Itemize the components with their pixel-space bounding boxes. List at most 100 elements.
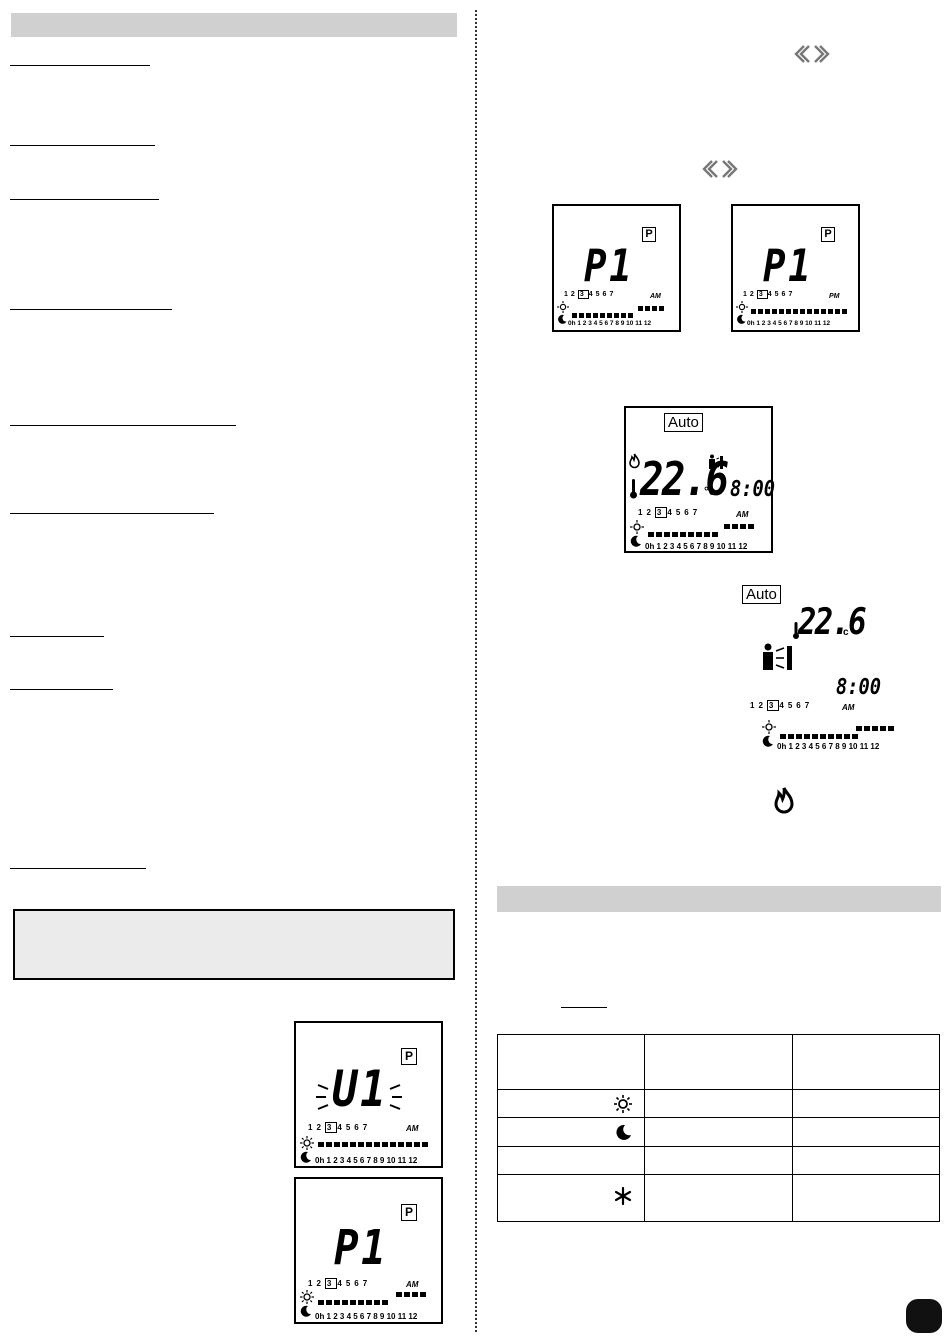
schedule-bars-night: [318, 1300, 398, 1306]
thermometer-icon: [793, 622, 799, 639]
pm-indicator: PM: [829, 293, 840, 300]
table-row: [497, 1089, 940, 1118]
sun-icon: [762, 720, 776, 734]
heading-underline: [10, 636, 104, 637]
table-header-row: [497, 1034, 940, 1090]
moon-icon: [762, 735, 773, 747]
hour-scale: 0h 1 2 3 4 5 6 7 8 9 10 11 12: [777, 742, 880, 751]
moon-icon: [616, 1124, 631, 1140]
schedule-bars-night: [572, 313, 642, 319]
section-header-bar: [11, 13, 457, 37]
program-badge: P: [401, 1204, 417, 1221]
table-cell: [497, 1117, 645, 1147]
temperature-readout: 22.6: [798, 602, 867, 643]
schedule-bars-day: [856, 726, 896, 732]
table-cell: [644, 1146, 793, 1175]
table-row: [497, 1117, 940, 1147]
table-cell: [644, 1089, 793, 1118]
person-heating-icon: [763, 643, 792, 670]
table-cell: [497, 1174, 645, 1222]
moon-icon: [737, 314, 746, 324]
am-indicator: AM: [736, 510, 749, 519]
sun-icon: [630, 520, 644, 534]
schedule-bars-day: [724, 524, 764, 530]
moon-icon: [558, 314, 567, 324]
heading-underline: [10, 425, 236, 426]
program-label: U1: [332, 1060, 389, 1118]
sun-icon: [557, 301, 569, 313]
note-box: [13, 909, 455, 980]
table-cell: [792, 1034, 940, 1090]
hour-scale: 0h 1 2 3 4 5 6 7 8 9 10 11 12: [315, 1312, 418, 1321]
hour-scale: 0h 1 2 3 4 5 6 7 8 9 10 11 12: [315, 1156, 418, 1165]
hour-scale: 0h 1 2 3 4 5 6 7 8 9 10 11 12: [645, 542, 748, 551]
auto-mode-badge: Auto: [742, 585, 781, 604]
temperature-unit: °c: [839, 627, 849, 638]
clock-readout: 8:00: [836, 675, 882, 700]
page-number-badge: [906, 1299, 942, 1333]
am-indicator: AM: [842, 703, 855, 712]
table-cell: [644, 1174, 793, 1222]
table-cell: [792, 1089, 940, 1118]
table-cell: [497, 1034, 645, 1090]
table-cell: [792, 1146, 940, 1175]
heading-underline: [10, 199, 159, 200]
hour-scale: 0h 1 2 3 4 5 6 7 8 9 10 11 12: [747, 320, 831, 327]
schedule-bars: [318, 1142, 436, 1148]
moon-icon: [300, 1305, 311, 1317]
table-cell: [644, 1034, 793, 1090]
am-indicator: AM: [650, 293, 661, 300]
thermometer-icon: [630, 479, 637, 499]
flame-icon: [774, 787, 794, 814]
blink-rays-icon: [316, 1084, 402, 1110]
am-indicator: AM: [406, 1124, 419, 1133]
schedule-bars-night: [780, 734, 860, 740]
heading-underline: [10, 513, 214, 514]
heading-underline: [10, 689, 113, 690]
left-right-arrows-icon: [794, 45, 830, 63]
am-indicator: AM: [406, 1280, 419, 1289]
schedule-bars: [751, 309, 853, 315]
sun-icon: [736, 301, 748, 313]
program-badge: P: [821, 227, 835, 242]
table-cell: [497, 1089, 645, 1118]
table-cell: [497, 1146, 645, 1175]
table-cell: [792, 1117, 940, 1147]
moon-icon: [300, 1151, 311, 1163]
program-label: P1: [584, 241, 635, 292]
text-underline: [561, 1007, 607, 1008]
sun-icon: [300, 1136, 314, 1150]
moon-icon: [630, 535, 641, 547]
schedule-bars-day: [638, 306, 672, 312]
schedule-table: [497, 1034, 940, 1222]
flame-icon: [629, 453, 640, 469]
heading-underline: [10, 868, 146, 869]
sun-icon: [614, 1094, 632, 1113]
program-label: P1: [334, 1220, 389, 1276]
clock-readout: 8:00: [730, 477, 776, 502]
table-cell: [644, 1117, 793, 1147]
program-badge: P: [401, 1048, 417, 1065]
table-row: [497, 1174, 940, 1222]
heading-underline: [10, 65, 150, 66]
table-cell: [792, 1174, 940, 1222]
sun-icon: [300, 1290, 314, 1304]
temperature-unit: °c: [704, 484, 716, 498]
snowflake-icon: [614, 1187, 632, 1205]
heading-underline: [10, 309, 172, 310]
column-divider: [475, 10, 477, 1332]
schedule-bars-day: [396, 1292, 436, 1298]
person-heating-icon: [709, 454, 723, 469]
section-header-bar: [497, 886, 941, 912]
hour-scale: 0h 1 2 3 4 5 6 7 8 9 10 11 12: [568, 320, 652, 327]
